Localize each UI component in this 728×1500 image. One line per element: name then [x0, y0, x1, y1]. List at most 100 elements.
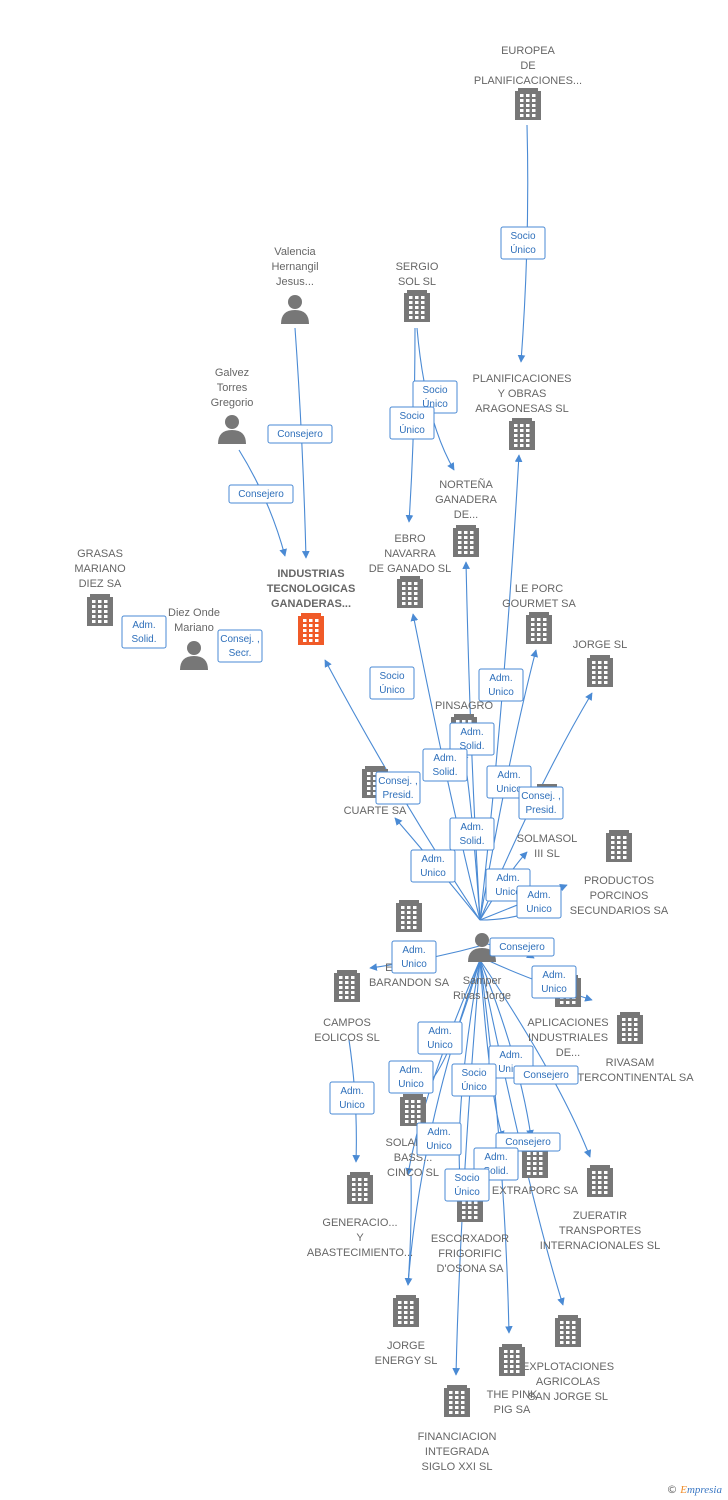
- node-extraporc[interactable]: EXTRAPORC SA: [492, 1146, 579, 1197]
- node-label: GENERACIO...: [322, 1217, 397, 1229]
- edge-label-text: Secr.: [229, 648, 252, 659]
- node-label: DE...: [454, 509, 478, 521]
- edge-label-badge[interactable]: Adm.Solid.: [422, 748, 468, 782]
- edge-label-badge[interactable]: Consejero: [489, 937, 555, 957]
- edge-label-badge[interactable]: Consejero: [495, 1132, 561, 1152]
- edge-label-text: Adm.: [527, 890, 550, 901]
- edge-label-badge[interactable]: Adm.Unico: [417, 1021, 463, 1055]
- edge-label-badge[interactable]: Adm.Solid.: [121, 615, 167, 649]
- edge-label-text: Presid.: [382, 790, 413, 801]
- node-generacion[interactable]: GENERACIO...YABASTECIMIENTO...: [307, 1172, 413, 1259]
- node-label: GANADERA: [435, 494, 497, 506]
- node-label: EOLICOS SL: [314, 1032, 379, 1044]
- node-label: Mariano: [174, 622, 214, 634]
- edge-label-text: Único: [379, 683, 405, 696]
- edge-label-badge[interactable]: Consejero: [228, 484, 294, 504]
- edge-label-badge[interactable]: Adm.Unico: [329, 1081, 375, 1115]
- node-label: TECNOLOGICAS: [267, 583, 356, 595]
- building-icon: [522, 1146, 548, 1178]
- edge-label-badge[interactable]: Consej. ,Presid.: [375, 771, 421, 805]
- edge-label-text: Consej. ,: [220, 634, 259, 645]
- node-label: GANADERAS...: [271, 598, 351, 610]
- building-icon: [397, 576, 423, 608]
- node-label: APLICACIONES: [527, 1017, 608, 1029]
- person-icon: [180, 641, 208, 670]
- edge-label-badge[interactable]: Adm.Solid.: [449, 817, 495, 851]
- edge-label-text: Consejero: [499, 942, 545, 953]
- relationship-edge: [410, 613, 481, 921]
- edge-label-text: Solid.: [131, 634, 156, 645]
- node-valencia[interactable]: ValenciaHernangilJesus...: [271, 246, 319, 324]
- node-label: INTERCONTINENTAL SA: [566, 1072, 694, 1084]
- edge-label-badge[interactable]: Adm.Unico: [416, 1122, 462, 1156]
- node-label: EXTRAPORC SA: [492, 1185, 579, 1197]
- person-icon: [468, 933, 496, 962]
- node-europea[interactable]: EUROPEADEPLANIFICACIONES...: [474, 45, 582, 120]
- edge-label-text: Adm.: [497, 770, 520, 781]
- edge-label-badge[interactable]: Consejero: [513, 1065, 579, 1085]
- node-label: INDUSTRIAS: [277, 568, 344, 580]
- node-label: INDUSTRIALES: [528, 1032, 608, 1044]
- edge-label-badge[interactable]: Adm. Unico: [516, 885, 562, 919]
- edge-label-text: Unico: [495, 887, 521, 898]
- building-icon: [400, 1094, 426, 1126]
- edge-label-text: Unico: [427, 1040, 453, 1051]
- relationship-edge: [404, 1174, 413, 1286]
- node-nortena[interactable]: NORTEÑAGANADERADE...: [435, 478, 498, 557]
- building-icon: [444, 1385, 470, 1417]
- edge-label-text: Unico: [526, 904, 552, 915]
- building-icon: [606, 830, 632, 862]
- node-label: SOL SL: [398, 276, 436, 288]
- edge-label-text: Solid.: [483, 1166, 508, 1177]
- node-label: PORCINOS: [590, 890, 649, 902]
- node-industrias[interactable]: INDUSTRIAS TECNOLOGICAS GANADERAS...: [267, 568, 356, 645]
- brand-initial: E: [680, 1484, 687, 1496]
- building-icon: [396, 900, 422, 932]
- node-label: III SL: [534, 848, 560, 860]
- edge-label-text: Único: [461, 1080, 487, 1093]
- edge-label-badge[interactable]: Consej. ,Presid.: [518, 786, 564, 820]
- edge-label-badge[interactable]: Adm.Solid.: [449, 722, 495, 756]
- edge-label-text: Consejero: [523, 1070, 569, 1081]
- edge-label-badge[interactable]: Adm.Unico: [388, 1060, 434, 1094]
- node-label: PLANIFICACIONES...: [474, 75, 582, 87]
- edge-label-badge[interactable]: Adm.Unico: [410, 849, 456, 883]
- edge-label-badge[interactable]: Adm.Unico: [531, 965, 577, 999]
- person-icon: [281, 295, 309, 324]
- edge-label-text: Socio: [454, 1173, 479, 1184]
- building-icon: [404, 290, 430, 322]
- edge-label-badge[interactable]: Adm.Unico: [478, 668, 524, 702]
- node-label: Galvez: [215, 367, 249, 379]
- node-label: TRANSPORTES: [559, 1225, 641, 1237]
- node-label: PRODUCTOS: [584, 875, 654, 887]
- node-label: ESCORXADOR: [431, 1233, 509, 1245]
- edge-label-text: Socio: [399, 411, 424, 422]
- edge-label-badge[interactable]: Consej. , Secr.: [217, 629, 263, 663]
- edge-label-text: Solid.: [459, 741, 484, 752]
- edge-label-badge[interactable]: Adm.Unico: [391, 940, 437, 974]
- node-jorgesl[interactable]: JORGE SL: [573, 639, 627, 687]
- edge-label-badge[interactable]: Consejero: [267, 424, 333, 444]
